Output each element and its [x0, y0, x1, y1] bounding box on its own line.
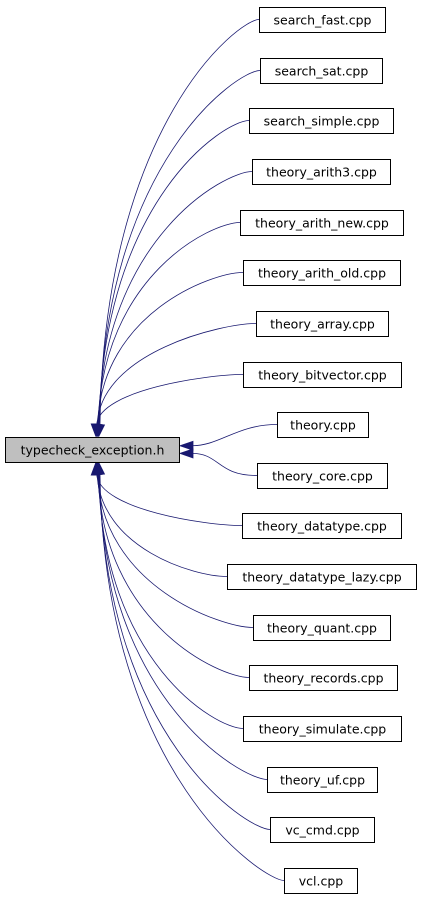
node-box [267, 767, 378, 793]
node-label: vc_cmd.cpp [285, 823, 359, 838]
arrowhead [93, 462, 106, 476]
node-box [252, 159, 391, 185]
node-box [240, 210, 404, 236]
source-node-box [5, 437, 180, 463]
edge-theory-datatype [96, 474, 243, 526]
edge-search-simple [98, 120, 250, 425]
node-theory-quant[interactable]: theory_quant.cpp [253, 615, 391, 641]
node-box [284, 868, 358, 894]
node-theory-simulate[interactable]: theory_simulate.cpp [243, 716, 402, 742]
edges-layer [90, 19, 285, 881]
node-vc-cmd[interactable]: vc_cmd.cpp [270, 817, 375, 843]
node-box [227, 564, 417, 590]
node-label: theory_arith3.cpp [266, 165, 377, 180]
node-label: search_fast.cpp [274, 13, 372, 28]
node-label: search_sat.cpp [275, 64, 369, 79]
node-vcl[interactable]: vcl.cpp [284, 868, 358, 894]
node-box [249, 665, 398, 691]
edge-theory-records [97, 474, 250, 678]
node-label: theory_bitvector.cpp [258, 368, 387, 383]
edge-search-sat [99, 70, 261, 425]
node-label: theory_simulate.cpp [259, 722, 387, 737]
edge-theory-array [96, 323, 257, 425]
edge-theory-arith-old [97, 272, 244, 425]
edge-theory-arith3 [98, 171, 253, 425]
edge-vcl [99, 474, 285, 881]
node-theory-uf[interactable]: theory_uf.cpp [267, 767, 378, 793]
node-label: theory_quant.cpp [267, 621, 377, 636]
node-label: search_simple.cpp [264, 114, 380, 129]
node-theory-datatype[interactable]: theory_datatype.cpp [242, 513, 402, 539]
edge-theory [191, 424, 278, 447]
node-box [243, 362, 402, 388]
node-box [243, 716, 402, 742]
node-search-sat[interactable]: search_sat.cpp [260, 58, 383, 84]
edge-theory-uf [98, 474, 268, 780]
node-theory-core[interactable]: theory_core.cpp [257, 463, 388, 489]
node-box [242, 513, 402, 539]
arrowhead [178, 440, 194, 451]
arrowhead [178, 448, 194, 459]
node-theory-array[interactable]: theory_array.cpp [256, 311, 389, 337]
node-theory-arith-new[interactable]: theory_arith_new.cpp [240, 210, 404, 236]
arrowhead [90, 423, 102, 437]
node-theory-bitvector[interactable]: theory_bitvector.cpp [243, 362, 402, 388]
node-box [243, 260, 401, 286]
node-theory-arith3[interactable]: theory_arith3.cpp [252, 159, 391, 185]
node-box [256, 311, 389, 337]
node-box [260, 58, 383, 84]
node-typecheck-exception-h[interactable]: typecheck_exception.h [5, 437, 180, 463]
node-label: theory_arith_new.cpp [255, 216, 389, 231]
edge-theory-bitvector [96, 374, 244, 425]
node-label: theory_records.cpp [263, 671, 383, 686]
node-label: theory_uf.cpp [280, 773, 365, 788]
nodes-layer: search_fast.cpp search_sat.cpp search_simp… [5, 7, 417, 894]
node-box [259, 7, 386, 33]
node-theory[interactable]: theory.cpp [277, 412, 369, 438]
node-label: theory_datatype_lazy.cpp [242, 570, 401, 585]
node-label: theory_core.cpp [272, 469, 373, 484]
node-label: theory_arith_old.cpp [258, 266, 386, 281]
node-label: vcl.cpp [299, 874, 344, 889]
edge-theory-datatype-lazy [96, 474, 228, 577]
source-node-label: typecheck_exception.h [21, 443, 165, 458]
node-theory-records[interactable]: theory_records.cpp [249, 665, 398, 691]
node-label: theory.cpp [290, 418, 356, 433]
edge-theory-core [191, 453, 258, 476]
node-box [249, 108, 394, 134]
node-search-simple[interactable]: search_simple.cpp [249, 108, 394, 134]
node-box [270, 817, 375, 843]
node-label: theory_array.cpp [270, 317, 375, 332]
node-theory-arith-old[interactable]: theory_arith_old.cpp [243, 260, 401, 286]
node-theory-datatype-lazy[interactable]: theory_datatype_lazy.cpp [227, 564, 417, 590]
edge-theory-arith-new [97, 222, 241, 425]
node-search-fast[interactable]: search_fast.cpp [259, 7, 386, 33]
edge-search-fast [99, 19, 260, 425]
node-label: theory_datatype.cpp [257, 519, 387, 534]
node-box [277, 412, 369, 438]
edge-theory-quant [97, 474, 254, 628]
edge-theory-simulate [98, 474, 244, 729]
edge-vc-cmd [99, 474, 271, 830]
node-box [253, 615, 391, 641]
node-box [257, 463, 388, 489]
